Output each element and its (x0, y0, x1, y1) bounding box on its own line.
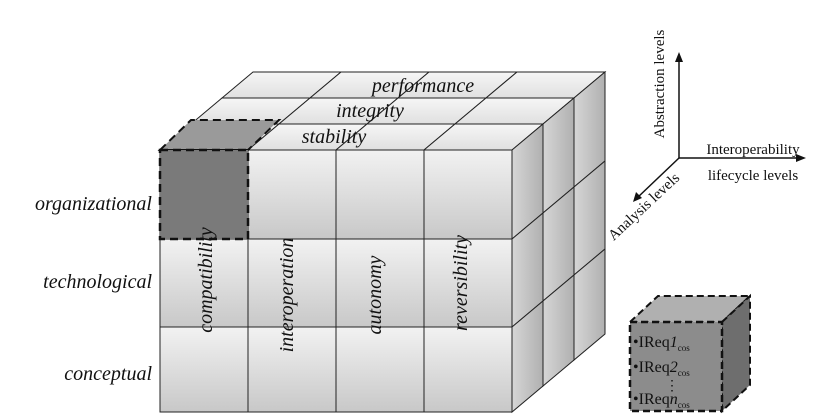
depth-label-performance: performance (370, 75, 474, 97)
row-label-technological: technological (43, 271, 152, 293)
legend-cube (627, 293, 753, 414)
front-cell (335, 149, 425, 240)
depth-label-stability: stability (302, 126, 367, 148)
column-label-reversibility: reversibility (450, 235, 472, 331)
legend-requirements: •IReq1cos •IReq2cos ⋮ •IReqncos (633, 334, 690, 410)
abstraction-arrowhead (675, 52, 683, 62)
highlighted-cell (157, 119, 282, 241)
analysis-arrowhead (633, 192, 642, 202)
cube-right-face (511, 70, 606, 414)
axis-label-lifecycle-line2: lifecycle levels (708, 168, 799, 184)
legend-requirement-n: •IReqncos (633, 391, 690, 410)
front-cell (335, 326, 425, 413)
legend-ellipsis: ⋮ (665, 379, 679, 394)
cube-top-face (158, 71, 607, 151)
column-label-compatibility: compatibility (195, 227, 217, 333)
side-cell (573, 247, 606, 362)
row-label-conceptual: conceptual (64, 363, 152, 385)
front-cell (247, 149, 337, 240)
axis-label-abstraction: Abstraction levels (652, 29, 668, 138)
legend-requirement-1: •IReq1cos (633, 334, 690, 353)
front-cell (423, 326, 513, 413)
depth-label-integrity: integrity (336, 100, 404, 122)
column-label-autonomy: autonomy (364, 255, 386, 334)
legend-requirement-2: •IReq2cos (633, 359, 690, 378)
front-cell (159, 326, 249, 413)
row-label-organizational: organizational (35, 193, 152, 215)
axes-indicator (633, 52, 806, 202)
column-label-interoperation: interoperation (276, 238, 298, 353)
axis-label-lifecycle-line1: Interoperability (706, 142, 800, 158)
axis-label-analysis: Analysis levels (605, 170, 683, 244)
lifecycle-arrowhead (796, 154, 806, 162)
front-cell (423, 149, 513, 240)
